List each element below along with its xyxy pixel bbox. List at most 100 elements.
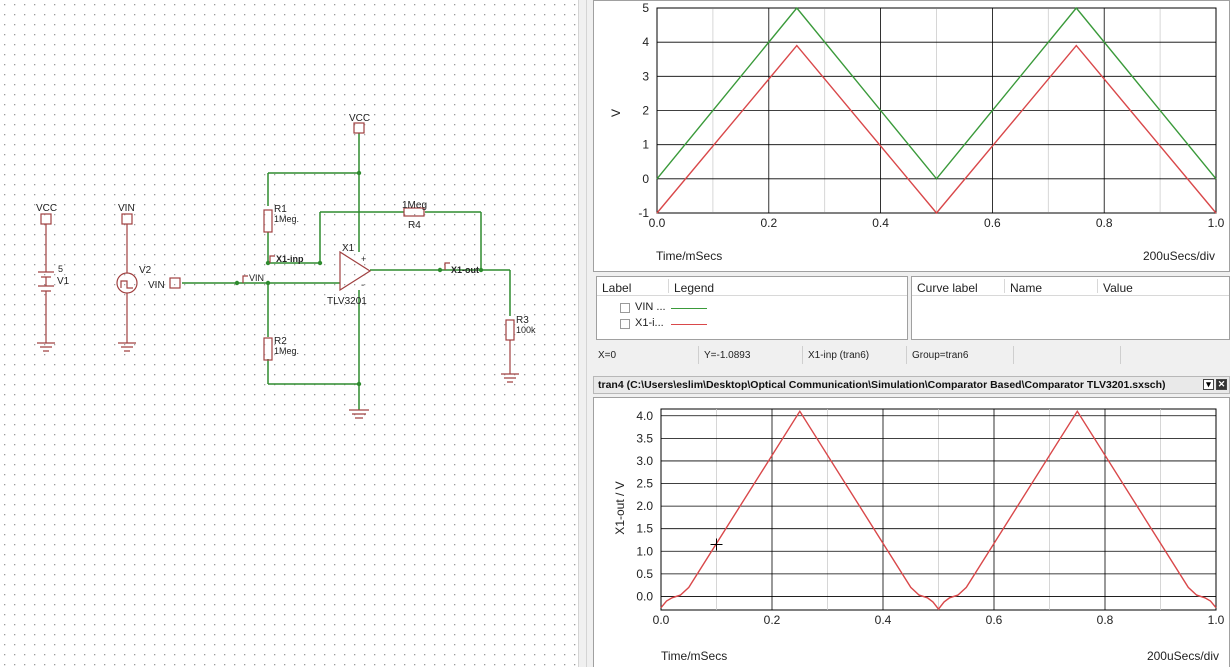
- r4-value-label: 1Meg: [402, 200, 427, 211]
- vin-visibility-checkbox[interactable]: [620, 303, 630, 313]
- window-menu-button[interactable]: ▾: [1203, 379, 1214, 390]
- curve-info-table[interactable]: Curve label Name Value: [911, 276, 1230, 340]
- y-tick-label: 4.0: [636, 409, 653, 423]
- x-tick-label: 0.8: [1097, 613, 1114, 627]
- close-window-button[interactable]: ✕: [1216, 379, 1227, 390]
- bottom-chart-y-axis-title: X1-out / V: [613, 481, 627, 534]
- y-tick-label: 2.5: [636, 477, 653, 491]
- curve-name-header: Name: [1010, 281, 1043, 295]
- junction-dots: [234, 170, 484, 387]
- vertical-splitter[interactable]: [578, 0, 587, 667]
- curve-header-divider: [1097, 279, 1098, 293]
- bottom-chart-series: [660, 409, 1217, 611]
- x-tick-label: 0.0: [653, 613, 670, 627]
- vin-legend-swatch: [671, 308, 707, 309]
- dot-grid: [0, 0, 578, 667]
- x-tick-label: 0.2: [760, 216, 777, 230]
- y-tick-label: 2.0: [636, 499, 653, 513]
- x1-inp-legend-swatch: [671, 324, 707, 325]
- curve-value-header: Value: [1103, 281, 1133, 295]
- legend-row-label: VIN ...: [635, 301, 666, 313]
- y-tick-label: 3.5: [636, 431, 653, 445]
- r4-name-label: R4: [408, 220, 421, 231]
- status-curve-name: X1-inp (tran6): [808, 350, 870, 361]
- legend-header-underline: [597, 295, 907, 296]
- x-tick-label: 0.0: [649, 216, 666, 230]
- r2-name-label: R2: [274, 336, 287, 347]
- v1-battery-symbol: [38, 224, 54, 343]
- x1-inp-probe-label: X1-inp: [276, 254, 304, 264]
- v1-value-label: 5: [58, 264, 63, 274]
- r3-ground-symbol: [501, 340, 519, 383]
- y-tick-label: 5: [642, 1, 649, 15]
- x-tick-label: 0.8: [1096, 216, 1113, 230]
- bottom-chart-scale-label: 200uSecs/div: [1147, 649, 1219, 663]
- r3-name-label: R3: [516, 315, 529, 326]
- y-tick-label: 2: [642, 104, 649, 118]
- y-tick-label: 3.0: [636, 454, 653, 468]
- series-line: [656, 44, 1217, 215]
- bottom-graph-title-bar[interactable]: tran4 (C:\Users\eslim\Desktop\Optical Co…: [593, 376, 1230, 394]
- r4-resistor: [403, 207, 425, 217]
- curve-header-divider: [1004, 279, 1005, 293]
- v2-ground-symbol: [118, 342, 136, 352]
- vcc-top-label: VCC: [349, 113, 370, 124]
- bottom-chart-grid: [660, 408, 1217, 611]
- x-tick-label: 0.6: [984, 216, 1001, 230]
- y-tick-label: 1.5: [636, 522, 653, 536]
- r1-resistor: [263, 209, 273, 233]
- v2-name-label: V2: [139, 265, 152, 276]
- x-tick-label: 1.0: [1208, 216, 1225, 230]
- vin-port-label: VIN: [148, 280, 165, 291]
- y-tick-label: 4: [642, 35, 649, 49]
- cursor-status-bar: X=0 Y=-1.0893 X1-inp (tran6) Group=tran6: [593, 344, 1230, 366]
- x-tick-label: 0.4: [872, 216, 889, 230]
- curve-label-header: Curve label: [917, 281, 978, 295]
- top-chart-y-axis-title: V: [609, 109, 623, 117]
- legend-row-label: X1-i...: [635, 317, 664, 329]
- x-tick-label: 0.6: [986, 613, 1003, 627]
- opamp-plus-sign: +: [361, 254, 366, 264]
- r2-value-label: 1Meg.: [274, 346, 299, 356]
- legend-header-label: Label: [602, 281, 632, 295]
- schematic-canvas[interactable]: VCC VCC VIN 5 V1 V2 VIN VIN R1 1Meg. R2 …: [0, 0, 578, 667]
- measurement-cursor[interactable]: [710, 538, 723, 551]
- y-tick-label: 1.0: [636, 544, 653, 558]
- bottom-chart-x-axis-title: Time/mSecs: [661, 649, 727, 663]
- vin-port-box: [169, 277, 181, 289]
- legend-table[interactable]: Label Legend VIN ... X1-i...: [596, 276, 908, 340]
- x1-inp-visibility-checkbox[interactable]: [620, 319, 630, 329]
- r1-name-label: R1: [274, 204, 287, 215]
- schematic-labels: VCC VCC VIN 5 V1 V2 VIN VIN R1 1Meg. R2 …: [36, 113, 536, 356]
- status-x-value: X=0: [598, 350, 617, 361]
- r1-value-label: 1Meg.: [274, 214, 299, 224]
- v1-name-label: V1: [57, 276, 70, 287]
- vin-top-label: VIN: [118, 203, 135, 214]
- graph-window-title: tran4 (C:\Users\eslim\Desktop\Optical Co…: [598, 379, 1166, 391]
- vcc-left-label: VCC: [36, 203, 57, 214]
- x1-comparator-symbol: [339, 250, 372, 292]
- x-tick-label: 1.0: [1208, 613, 1225, 627]
- series-line: [656, 6, 1217, 180]
- top-chart-series: [656, 6, 1217, 215]
- x1-part-label: TLV3201: [327, 296, 367, 307]
- status-y-value: Y=-1.0893: [704, 350, 751, 361]
- cursor-crosshair[interactable]: [710, 538, 723, 551]
- curve-header-underline: [912, 295, 1229, 296]
- legend-header-legend: Legend: [674, 281, 715, 295]
- status-group-name: Group=tran6: [912, 350, 969, 361]
- v2-pulse-source: [116, 272, 138, 294]
- y-tick-label: 3: [642, 69, 649, 83]
- probe-markers: [242, 255, 450, 283]
- y-tick-label: 0.5: [636, 567, 653, 581]
- y-tick-label: 0.0: [636, 589, 653, 603]
- x1-name-label: X1: [342, 243, 355, 254]
- wires: [182, 133, 511, 410]
